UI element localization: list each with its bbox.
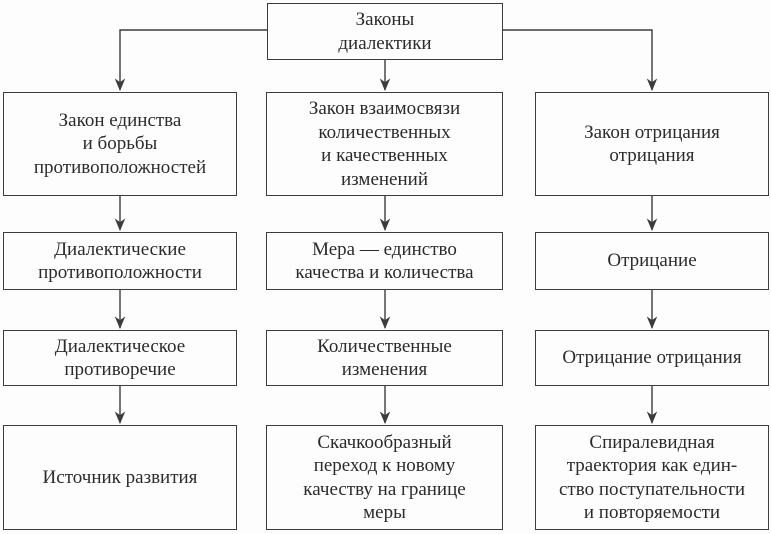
- node-leap-to-new-quality: Скачкообразный переход к новому качеству…: [266, 425, 503, 530]
- node-dialectical-opposites: Диалектические противоположности: [3, 232, 237, 290]
- node-label: Количественные изменения: [317, 335, 452, 381]
- node-label: Скачкообразный переход к новому качеству…: [303, 431, 466, 524]
- node-label: Закон отрицания отрицания: [584, 121, 720, 167]
- node-spiral-trajectory: Спиралевидная траектория как един- ство …: [535, 425, 769, 530]
- node-label: Диалектическое противоречие: [54, 335, 186, 381]
- node-dialectical-contradiction: Диалектическое противоречие: [3, 330, 237, 386]
- node-negation-of-negation: Отрицание отрицания: [535, 330, 769, 386]
- node-label: Закон взаимосвязи количественных и качес…: [308, 98, 461, 190]
- node-negation: Отрицание: [535, 232, 769, 290]
- node-label: Источник развития: [42, 466, 198, 488]
- node-label: Законы диалектики: [338, 9, 432, 54]
- node-label: Отрицание: [607, 250, 697, 272]
- node-label: Мера — единство качества и количества: [295, 238, 474, 284]
- connector-root-to-left: [114, 29, 267, 92]
- node-quantitative-changes: Количественные изменения: [266, 330, 503, 386]
- node-label: Спиралевидная траектория как един- ство …: [559, 431, 745, 524]
- node-source-of-development: Источник развития: [3, 425, 237, 530]
- connector-root-to-right: [503, 29, 658, 92]
- node-laws-of-dialectics: Законы диалектики: [267, 3, 503, 60]
- node-label: Диалектические противоположности: [38, 238, 202, 284]
- node-law-of-unity-and-struggle: Закон единства и борьбы противоположност…: [3, 92, 237, 196]
- node-law-of-negation-of-negation: Закон отрицания отрицания: [535, 92, 769, 196]
- node-label: Отрицание отрицания: [562, 347, 742, 369]
- node-label: Закон единства и борьбы противоположност…: [33, 109, 207, 178]
- node-law-of-quantitative-qualitative-changes: Закон взаимосвязи количественных и качес…: [266, 92, 503, 196]
- node-measure-unity-of-quality-and-quantity: Мера — единство качества и количества: [266, 232, 503, 290]
